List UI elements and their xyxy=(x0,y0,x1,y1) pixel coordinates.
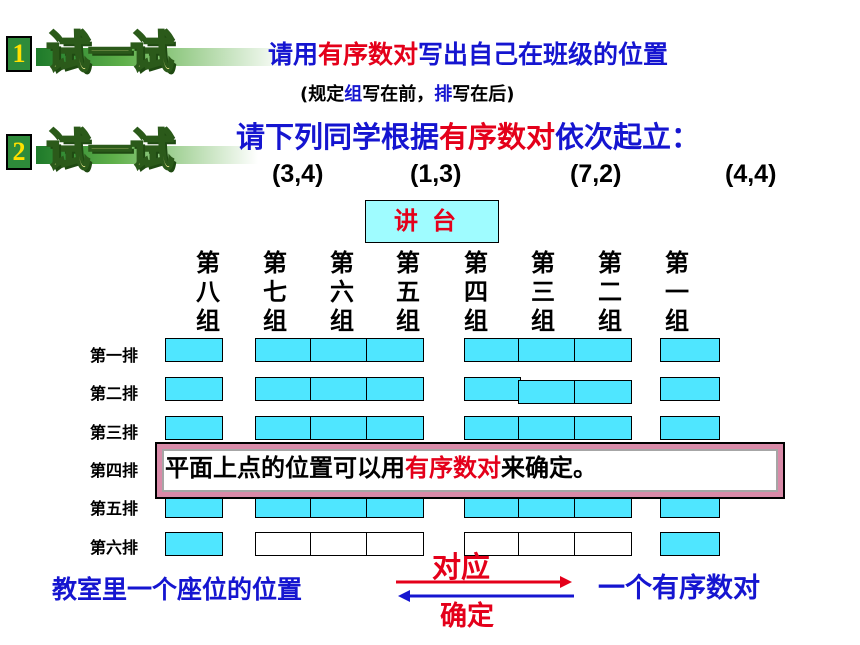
seat xyxy=(255,532,312,556)
seat xyxy=(574,338,632,362)
row-label-3: 第三排 xyxy=(90,423,139,442)
seat xyxy=(518,416,576,440)
seat xyxy=(660,338,720,362)
group-label-1: 第一组 xyxy=(665,249,689,335)
coord-2: (1,3) xyxy=(410,160,462,188)
seat xyxy=(165,416,223,440)
seat xyxy=(464,377,521,401)
coord-4: (4,4) xyxy=(725,160,777,188)
seat xyxy=(464,532,521,556)
task1-instruction: 请用有序数对写出自己在班级的位置 xyxy=(268,40,669,69)
seat xyxy=(165,377,223,401)
seat xyxy=(574,532,632,556)
row-label-2: 第二排 xyxy=(90,384,139,403)
seat xyxy=(366,532,424,556)
banner-text-1: 试一试 xyxy=(45,26,175,79)
try-banner-1: 试一试 xyxy=(36,20,286,79)
seat xyxy=(310,377,368,401)
task2-instruction: 请下列同学根据有序数对依次起立： xyxy=(236,120,701,154)
group-label-7: 第七组 xyxy=(263,249,287,335)
podium: 讲台 xyxy=(365,200,499,243)
group-label-3: 第三组 xyxy=(531,249,555,335)
seat xyxy=(660,377,720,401)
row-label-1: 第一排 xyxy=(90,346,139,365)
seat-position-text: 教室里一个座位的位置 xyxy=(52,575,303,604)
row-label-5: 第五排 xyxy=(90,499,139,518)
seat xyxy=(310,338,368,362)
seat xyxy=(518,532,576,556)
row-label-6: 第六排 xyxy=(90,538,139,557)
seat xyxy=(464,416,521,440)
determine-label: 确定 xyxy=(440,601,494,632)
right-arrow-head xyxy=(560,576,572,588)
seat xyxy=(310,532,368,556)
seat xyxy=(660,416,720,440)
coord-1: (3,4) xyxy=(272,160,324,188)
arrows xyxy=(396,576,574,602)
seat xyxy=(366,416,424,440)
seat xyxy=(165,338,223,362)
seat xyxy=(518,380,576,404)
task1-note: (规定组写在前，排写在后) xyxy=(300,84,515,105)
group-label-6: 第六组 xyxy=(330,249,354,335)
seat xyxy=(255,338,312,362)
seat xyxy=(366,338,424,362)
ordered-pair-text: 一个有序数对 xyxy=(598,573,760,604)
seat xyxy=(518,338,576,362)
try-banner-2: 试一试 xyxy=(36,118,258,177)
banner-text-2: 试一试 xyxy=(45,124,175,177)
seat xyxy=(660,532,720,556)
conclusion-text: 平面上点的位置可以用有序数对来确定。 xyxy=(165,454,597,482)
correspond-label: 对应 xyxy=(432,550,491,584)
seat xyxy=(574,380,632,404)
task-number-2: 2 xyxy=(6,134,32,170)
group-label-8: 第八组 xyxy=(196,249,220,335)
left-arrow-head xyxy=(398,590,410,602)
seat xyxy=(255,377,312,401)
seat xyxy=(574,416,632,440)
coord-3: (7,2) xyxy=(570,160,622,188)
group-label-2: 第二组 xyxy=(598,249,622,335)
group-label-5: 第五组 xyxy=(396,249,420,335)
task-number-1: 1 xyxy=(6,36,32,72)
seat xyxy=(165,532,223,556)
seat xyxy=(255,416,312,440)
group-label-4: 第四组 xyxy=(464,249,488,335)
seat xyxy=(464,338,521,362)
seat xyxy=(310,416,368,440)
conclusion-callout: 平面上点的位置可以用有序数对来确定。 xyxy=(155,442,785,499)
row-label-4: 第四排 xyxy=(90,461,139,480)
seat xyxy=(366,377,424,401)
